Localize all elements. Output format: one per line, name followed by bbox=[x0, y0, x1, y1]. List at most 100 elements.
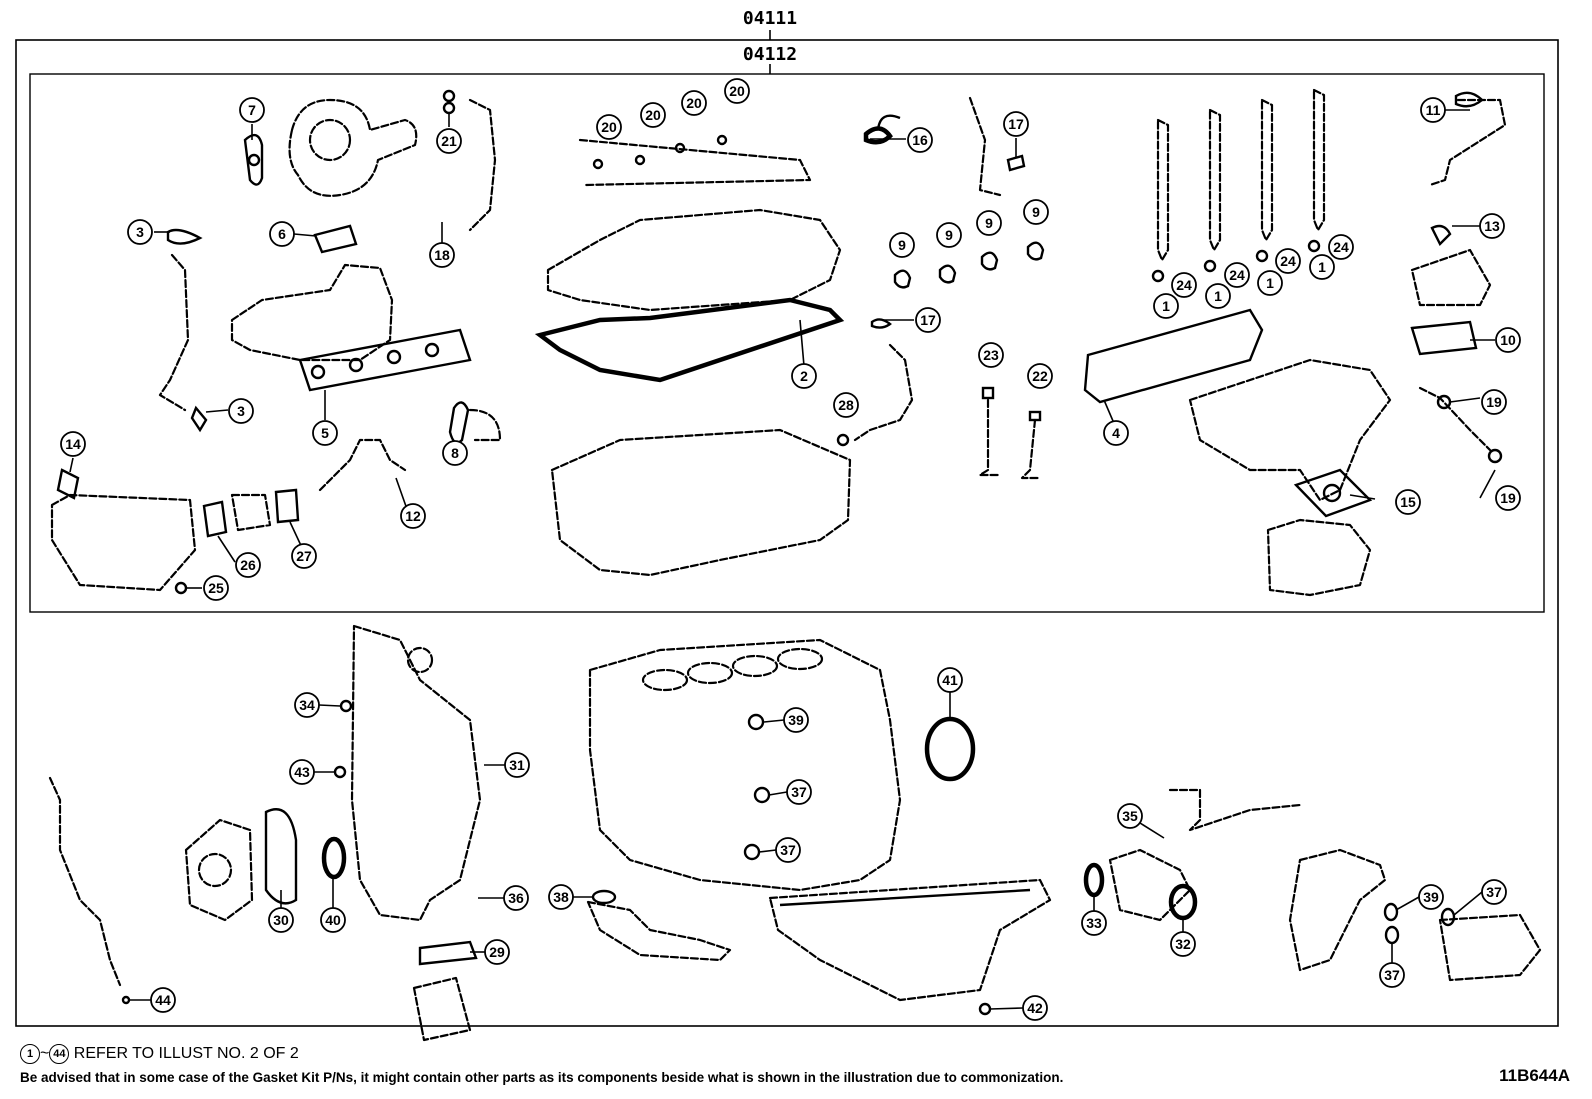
callout-27: 27 bbox=[291, 543, 317, 569]
reference-note: 1~44 REFER TO ILLUST NO. 2 OF 2 bbox=[20, 1044, 299, 1064]
callout-32: 32 bbox=[1170, 931, 1196, 957]
callout-37-b: 37 bbox=[775, 837, 801, 863]
callout-20-a: 20 bbox=[596, 114, 622, 140]
callout-23: 23 bbox=[978, 342, 1004, 368]
svg-text:24: 24 bbox=[1229, 267, 1245, 283]
callout-31: 31 bbox=[504, 752, 530, 778]
callout-33: 33 bbox=[1081, 910, 1107, 936]
callout-14: 14 bbox=[60, 431, 86, 457]
callout-44: 44 bbox=[150, 987, 176, 1013]
svg-text:42: 42 bbox=[1027, 1000, 1043, 1016]
svg-text:17: 17 bbox=[1008, 116, 1024, 132]
callout-37-c: 37 bbox=[1481, 879, 1507, 905]
callout-42: 42 bbox=[1022, 995, 1048, 1021]
throttle-body bbox=[1266, 518, 1372, 597]
rear-oil-seal bbox=[924, 716, 976, 782]
small-o-rings bbox=[333, 699, 771, 861]
svg-text:1: 1 bbox=[1162, 298, 1170, 314]
svg-text:32: 32 bbox=[1175, 936, 1191, 952]
intake-manifold-gasket bbox=[1083, 308, 1264, 404]
oil-pump bbox=[1288, 848, 1387, 972]
oil-pan bbox=[768, 878, 1052, 1002]
intake-manifold bbox=[1188, 358, 1392, 502]
svg-text:9: 9 bbox=[898, 237, 906, 253]
callout-29: 29 bbox=[484, 939, 510, 965]
svg-text:16: 16 bbox=[912, 132, 928, 148]
callout-5: 5 bbox=[312, 420, 338, 446]
callout-17-b: 17 bbox=[915, 307, 941, 333]
egr-valve-gaskets bbox=[174, 488, 300, 595]
callout-1-d: 1 bbox=[1309, 254, 1335, 280]
callout-20-d: 20 bbox=[724, 78, 750, 104]
svg-text:28: 28 bbox=[838, 397, 854, 413]
callout-24-c: 24 bbox=[1275, 248, 1301, 274]
svg-text:37: 37 bbox=[1486, 884, 1502, 900]
turbo-gasket bbox=[243, 133, 264, 186]
svg-text:15: 15 bbox=[1400, 494, 1416, 510]
callout-39-b: 39 bbox=[1418, 884, 1444, 910]
glow-plug-sleeves bbox=[863, 114, 901, 145]
ref-tilde: ~ bbox=[40, 1045, 50, 1063]
egr-valve-right bbox=[1410, 224, 1492, 356]
callout-8: 8 bbox=[442, 440, 468, 466]
svg-text:41: 41 bbox=[942, 672, 958, 688]
svg-text:18: 18 bbox=[434, 247, 450, 263]
svg-text:25: 25 bbox=[208, 580, 224, 596]
callout-2: 2 bbox=[791, 363, 817, 389]
callout-13: 13 bbox=[1479, 213, 1505, 239]
callout-9-d: 9 bbox=[1023, 199, 1049, 225]
callout-20-c: 20 bbox=[681, 90, 707, 116]
svg-text:12: 12 bbox=[405, 508, 421, 524]
svg-text:19: 19 bbox=[1486, 394, 1502, 410]
svg-text:1: 1 bbox=[1266, 275, 1274, 291]
callout-22: 22 bbox=[1027, 363, 1053, 389]
svg-text:39: 39 bbox=[788, 712, 804, 728]
svg-text:35: 35 bbox=[1122, 808, 1138, 824]
svg-text:40: 40 bbox=[325, 912, 341, 928]
callout-3-b: 3 bbox=[228, 398, 254, 424]
svg-text:19: 19 bbox=[1500, 490, 1516, 506]
oil-strainer bbox=[586, 889, 732, 962]
callout-37-a: 37 bbox=[786, 779, 812, 805]
callout-40: 40 bbox=[320, 907, 346, 933]
oil-return-pipe bbox=[158, 228, 208, 433]
svg-text:10: 10 bbox=[1500, 332, 1516, 348]
oil-pan-drain-gasket bbox=[978, 1002, 992, 1016]
callout-37-d: 37 bbox=[1379, 962, 1405, 988]
callout-9-a: 9 bbox=[889, 232, 915, 258]
timing-case bbox=[350, 624, 482, 922]
svg-text:23: 23 bbox=[983, 347, 999, 363]
svg-text:37: 37 bbox=[780, 842, 796, 858]
oil-dipstick-guide bbox=[48, 776, 131, 1005]
callout-1-a: 1 bbox=[1153, 293, 1179, 319]
svg-text:21: 21 bbox=[441, 133, 457, 149]
svg-text:37: 37 bbox=[1384, 967, 1400, 983]
callout-36: 36 bbox=[503, 885, 529, 911]
kit-number-inner: 04112 bbox=[743, 44, 797, 65]
svg-text:20: 20 bbox=[686, 95, 702, 111]
svg-text:2: 2 bbox=[800, 368, 808, 384]
svg-text:43: 43 bbox=[294, 764, 310, 780]
svg-text:1: 1 bbox=[1214, 288, 1222, 304]
egr-pipe bbox=[318, 438, 407, 492]
svg-text:9: 9 bbox=[1032, 204, 1040, 220]
callout-41: 41 bbox=[937, 667, 963, 693]
exhaust-manifold-gasket bbox=[298, 328, 472, 392]
callout-3-a: 3 bbox=[127, 219, 153, 245]
callout-24-d: 24 bbox=[1328, 234, 1354, 260]
fuel-injectors bbox=[1151, 88, 1326, 283]
valve-stem-seals bbox=[578, 134, 812, 187]
svg-text:7: 7 bbox=[248, 102, 256, 118]
leader-lines-lower bbox=[130, 692, 1483, 1010]
svg-text:3: 3 bbox=[136, 224, 144, 240]
ref-end-badge: 44 bbox=[49, 1044, 70, 1064]
advisory-note: Be advised that in some case of the Gask… bbox=[20, 1070, 1064, 1085]
svg-text:34: 34 bbox=[299, 697, 315, 713]
svg-text:9: 9 bbox=[945, 227, 953, 243]
svg-text:4: 4 bbox=[1112, 425, 1120, 441]
svg-text:37: 37 bbox=[791, 784, 807, 800]
svg-text:20: 20 bbox=[601, 119, 617, 135]
thermostat-housing bbox=[1083, 788, 1302, 922]
svg-text:1: 1 bbox=[1318, 259, 1326, 275]
callout-19-b: 19 bbox=[1495, 485, 1521, 511]
